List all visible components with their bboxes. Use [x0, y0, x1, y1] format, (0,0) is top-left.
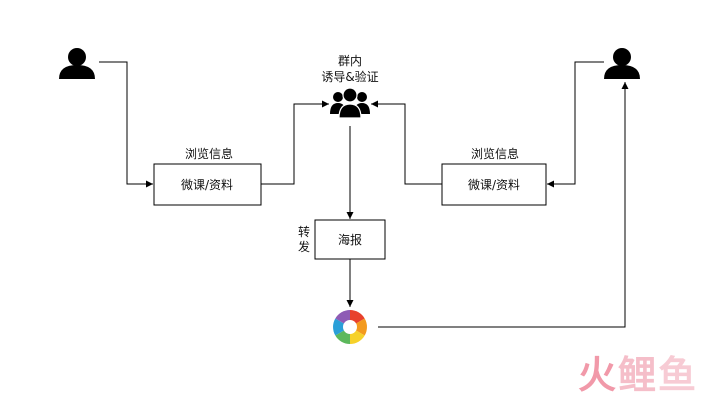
left-box-to-group-arrow	[261, 100, 329, 185]
left-user-icon	[59, 48, 95, 79]
right-box-label: 微课/资料	[468, 178, 520, 192]
left-user-to-left-box-arrow	[99, 61, 153, 188]
camera-to-right-user-arrow	[378, 82, 629, 328]
group-label-line2: 诱导&验证	[321, 69, 378, 84]
poster-caption-line2: 发	[298, 239, 310, 254]
group-label-line1: 群内	[338, 54, 362, 68]
left-box-label: 微课/资料	[181, 178, 233, 192]
poster-caption-line1: 转	[298, 224, 310, 239]
left-box	[153, 163, 262, 206]
left-box-caption: 浏览信息	[185, 146, 233, 161]
right-box-to-group-arrow	[371, 100, 442, 185]
poster-box-label: 海报	[338, 232, 362, 247]
watermark-logo: 火鲤鱼	[577, 353, 698, 397]
right-user-icon	[604, 48, 640, 79]
right-user-to-right-box-arrow	[547, 61, 604, 188]
camera-aperture-icon	[333, 310, 367, 344]
connectors	[99, 61, 629, 328]
right-box-caption: 浏览信息	[471, 146, 519, 161]
group-users-icon	[330, 87, 370, 119]
